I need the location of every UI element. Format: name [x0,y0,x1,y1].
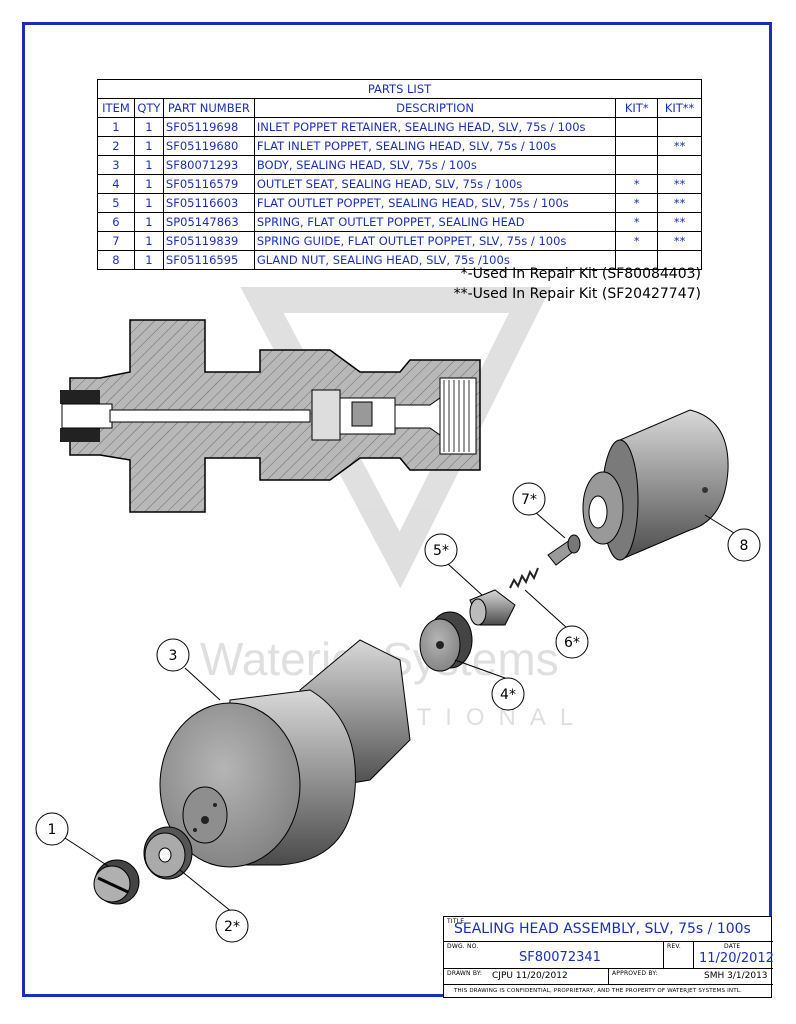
callout-7: 7* [512,482,546,516]
callout-3: 3 [156,638,190,672]
title-label: TITLE [447,918,465,925]
row-part-number: SF05119839 [162,231,255,251]
part-gland-nut [582,409,729,561]
callout-leaders [64,511,743,913]
row-part-number: SF05116595 [162,250,255,270]
dwg-no-cell: DWG. NO. SF80072341 [444,942,664,969]
callout-8: 8 [727,528,761,562]
date-label: DATE [724,943,741,950]
table-row: 7 1 SF05119839 SPRING GUIDE, FLAT OUTLET… [97,231,702,251]
callout-3-label: 3 [169,648,178,664]
callout-4: 4* [491,677,525,711]
row-part-number: SF05116603 [162,193,255,213]
row-description: GLAND NUT, SEALING HEAD, SLV, 75s /100s [253,250,617,270]
rev-label: REV. [667,943,681,950]
row-description: FLAT OUTLET POPPET, SEALING HEAD, SLV, 7… [253,193,617,213]
cross-section-view [60,319,481,513]
parts-list-table: PARTS LIST ITEM QTY PART NUMBER DESCRIPT… [97,79,702,270]
callout-4-label: 4* [500,687,516,703]
approved-by-value: SMH 3/1/2013 [704,971,768,981]
dwg-no-label: DWG. NO. [447,943,479,950]
approved-by-cell: APPROVED BY: SMH 3/1/2013 [609,969,773,985]
rev-cell: REV. [664,942,694,969]
date-value: 11/20/2012 [699,951,774,966]
table-row: 6 1 SP05147863 SPRING, FLAT OUTLET POPPE… [97,212,702,232]
header-qty: QTY [133,98,164,118]
callout-6: 6* [555,625,589,659]
row-qty: 1 [133,193,164,213]
kit1-note: *-Used In Repair Kit (SF80084403) [460,266,701,282]
row-part-number: SF05119698 [162,117,255,137]
callout-7-label: 7* [521,492,537,508]
header-item: ITEM [97,98,135,118]
table-row: 1 1 SF05119698 INLET POPPET RETAINER, SE… [97,117,702,137]
row-part-number: SF05116579 [162,174,255,194]
part-spring [509,567,539,589]
title-cell: TITLE SEALING HEAD ASSEMBLY, SLV, 75s / … [444,917,773,942]
callout-1: 1 [35,812,69,846]
callout-2: 2* [215,909,249,943]
title-block: TITLE SEALING HEAD ASSEMBLY, SLV, 75s / … [443,916,774,998]
table-row: 3 1 SF80071293 BODY, SEALING HEAD, SLV, … [97,155,702,175]
table-row: 5 1 SF05116603 FLAT OUTLET POPPET, SEALI… [97,193,702,213]
kit2-note: **-Used In Repair Kit (SF20427747) [453,286,701,302]
callout-6-label: 6* [564,635,580,651]
row-description: INLET POPPET RETAINER, SEALING HEAD, SLV… [253,117,617,137]
callout-8-label: 8 [740,538,749,554]
callout-5: 5* [424,533,458,567]
header-description: DESCRIPTION [253,98,617,118]
row-qty: 1 [133,250,164,270]
callout-5-label: 5* [433,543,449,559]
part-body [159,639,411,868]
row-kit2 [657,250,702,270]
confidential-cell: THIS DRAWING IS CONFIDENTIAL, PROPRIETAR… [444,985,773,998]
drawing-title: SEALING HEAD ASSEMBLY, SLV, 75s / 100s [454,921,751,937]
part-spring-guide [547,534,581,566]
part-inlet-poppet [143,826,193,880]
drawn-by-cell: DRAWN BY: CJPU 11/20/2012 [444,969,609,985]
callout-1-label: 1 [48,822,57,838]
approved-by-label: APPROVED BY: [612,970,658,977]
dwg-no: SF80072341 [519,950,601,965]
part-inlet-retainer [93,859,140,905]
header-kit1: KIT* [615,98,659,118]
date-cell: DATE 11/20/2012 [694,942,774,969]
part-outlet-poppet [469,589,516,626]
parts-list-header-row: ITEM QTY PART NUMBER DESCRIPTION KIT* KI… [97,98,702,118]
drawing-border [22,22,772,997]
row-description: SPRING, FLAT OUTLET POPPET, SEALING HEAD [253,212,617,232]
part-outlet-seat [419,611,473,672]
table-row: 4 1 SF05116579 OUTLET SEAT, SEALING HEAD… [97,174,702,194]
drawn-by-label: DRAWN BY: [447,970,483,977]
row-part-number: SF05119680 [162,136,255,156]
confidential-note: THIS DRAWING IS CONFIDENTIAL, PROPRIETAR… [454,988,742,994]
callout-2-label: 2* [224,919,240,935]
table-row: 8 1 SF05116595 GLAND NUT, SEALING HEAD, … [97,250,702,270]
drawn-by-value: CJPU 11/20/2012 [492,971,568,981]
